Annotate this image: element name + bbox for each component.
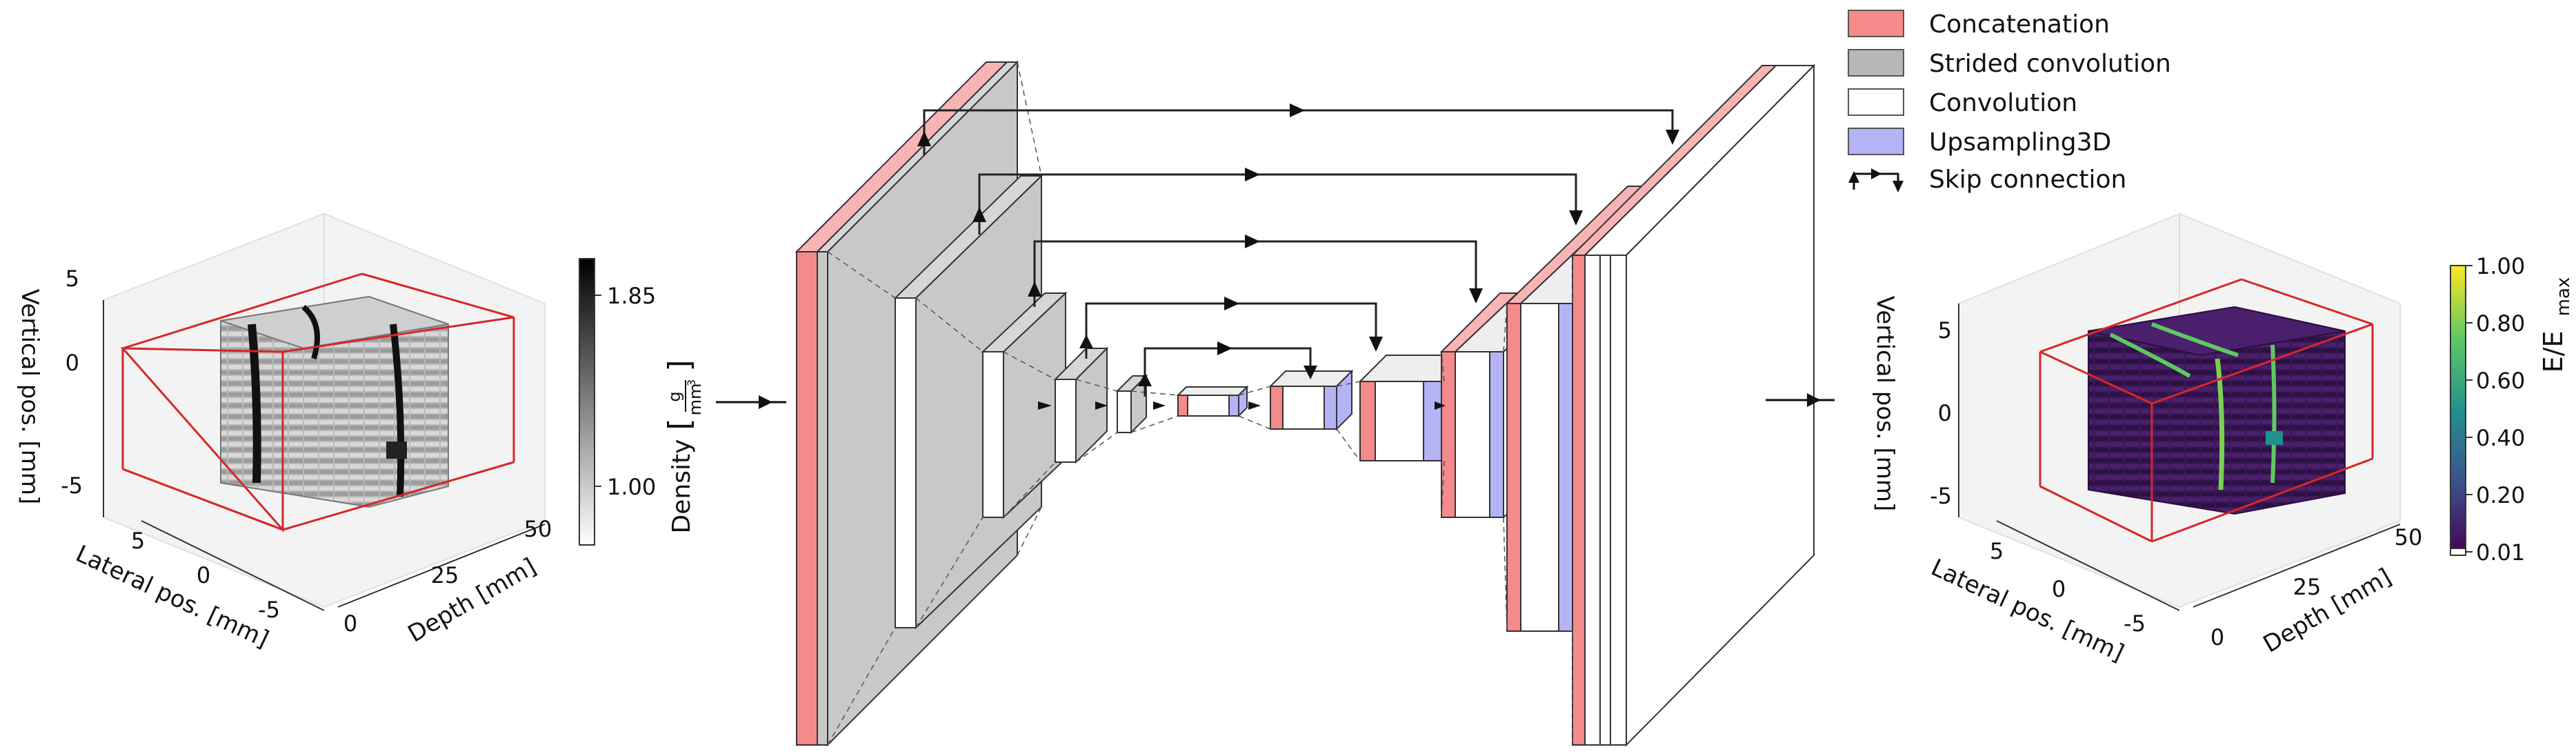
left-depth-tick-0: 0 (343, 610, 357, 637)
right-lateral-axis-line (1996, 520, 2180, 611)
right-colorbar-tick-4: 0.20 (2476, 482, 2525, 508)
left-bone-sample (220, 295, 449, 508)
right-colorbar-tick-0: 1.00 (2476, 253, 2525, 279)
right-vertical-axis-label: Vertical pos. [mm] (1871, 296, 1899, 512)
left-colorbar-tick-low: 1.00 (607, 474, 656, 500)
flow-arrows (1038, 401, 1446, 410)
right-depth-tick-2: 50 (2395, 524, 2423, 550)
right-lateral-tick-1: 0 (2052, 576, 2066, 602)
right-colorbar-label: E/E max (2538, 277, 2574, 373)
legend-label-upsampling3d: Upsampling3D (1929, 128, 2111, 157)
left-depth-tick-2: 50 (524, 516, 552, 542)
right-colorbar-tick-1: 0.80 (2476, 310, 2525, 337)
right-red-bounding-box (2039, 278, 2374, 543)
dashed-connectors (827, 61, 1573, 746)
svg-text:[: [ (662, 418, 697, 430)
legend-swatch-concatenation (1848, 10, 1904, 37)
right-colorbar (2450, 265, 2466, 556)
left-red-bounding-box (120, 272, 515, 533)
left-lateral-tick-1: 0 (197, 562, 210, 588)
right-3d-plot: 5 0 -5 5 0 -5 0 25 50 Vertical pos. [mm]… (1871, 212, 2574, 667)
decoder-block-5 (1570, 63, 1816, 747)
skip-connection-arrowheads (917, 103, 1679, 386)
right-depth-tick-0: 0 (2210, 624, 2224, 650)
left-colorbar (579, 258, 595, 546)
legend-label-strided-convolution: Strided convolution (1929, 50, 2171, 78)
left-vertical-tick-2: -5 (61, 472, 83, 499)
legend-label-concatenation: Concatenation (1929, 10, 2110, 39)
bottleneck-block (1176, 385, 1249, 418)
encoder-block-2 (893, 174, 1044, 630)
right-lateral-tick-0: 5 (1990, 538, 2004, 564)
right-vertical-tick-0: 5 (1938, 317, 1952, 344)
left-colorbar-tick-high: 1.85 (607, 283, 656, 309)
encoder-block-3 (981, 291, 1068, 519)
legend: Concatenation Strided convolution Convol… (1848, 10, 2171, 194)
right-lateral-tick-2: -5 (2124, 610, 2146, 637)
energy-label-main: E/E (2538, 331, 2568, 373)
right-colorbar-tick-3: 0.40 (2476, 425, 2525, 451)
left-lateral-tick-0: 5 (131, 528, 145, 554)
encoder-block-4 (1053, 346, 1109, 464)
density-label: Density (668, 439, 696, 534)
legend-label-skip-connection: Skip connection (1929, 166, 2126, 194)
density-unit-numerator: g (665, 391, 684, 401)
left-depth-axis-line (337, 524, 546, 608)
left-lateral-axis-line (141, 520, 325, 611)
legend-swatch-strided-convolution (1848, 49, 1904, 77)
density-unit-exponent: 3 (685, 379, 698, 386)
right-depth-axis-line (2193, 524, 2401, 608)
decoder-block-1 (1268, 369, 1354, 431)
left-colorbar-label: Density [ g mm 3 ] (662, 359, 705, 533)
right-depth-tick-1: 25 (2293, 574, 2322, 600)
legend-label-convolution: Convolution (1929, 89, 2077, 117)
right-colorbar-tick-5: 0.01 (2476, 539, 2525, 566)
legend-swatch-convolution (1848, 88, 1904, 116)
input-arrow (716, 395, 786, 409)
left-depth-tick-1: 25 (431, 562, 459, 588)
left-vertical-axis-label: Vertical pos. [mm] (16, 289, 43, 505)
right-vertical-tick-2: -5 (1930, 483, 1952, 509)
left-vertical-tick-1: 0 (66, 350, 79, 376)
left-lateral-tick-2: -5 (258, 597, 280, 623)
unet-diagram (795, 60, 1816, 747)
output-arrow (1766, 393, 1835, 407)
left-vertical-tick-0: 5 (66, 266, 79, 292)
right-colorbar-tick-2: 0.60 (2476, 368, 2525, 394)
density-unit-denominator: mm (686, 384, 705, 416)
right-depth-axis-label: Depth [mm] (2259, 563, 2396, 658)
right-vertical-tick-1: 0 (1938, 400, 1952, 426)
svg-text:]: ] (662, 359, 697, 371)
left-3d-plot: 5 0 -5 5 0 -5 0 25 50 Vertical pos. [mm]… (16, 212, 705, 653)
energy-label-sub: max (2553, 277, 2574, 317)
legend-swatch-upsampling3d (1848, 128, 1904, 155)
